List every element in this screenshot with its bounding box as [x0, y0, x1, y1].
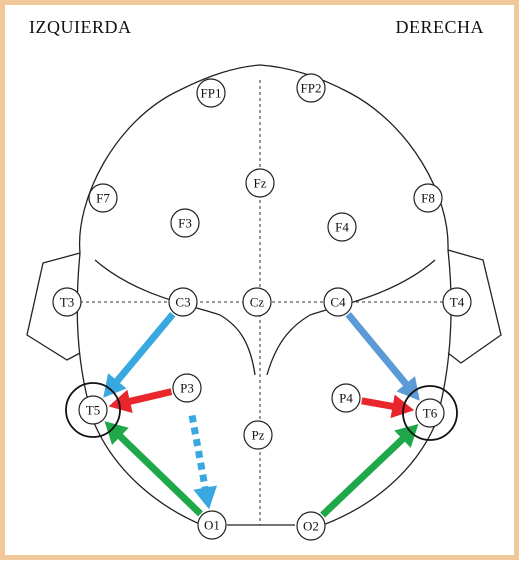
- electrode-circle: [331, 383, 361, 413]
- electrode-circle: [327, 212, 357, 242]
- arrow-p3-to-o1: [188, 414, 217, 510]
- electrode-circle: [296, 73, 326, 103]
- arrow-head: [193, 485, 217, 510]
- electrode-circle: [196, 78, 226, 108]
- electrode-fp2: FP2: [296, 73, 326, 103]
- electrode-label: T6: [423, 406, 438, 421]
- left-hemisphere-label: IZQUIERDA: [29, 17, 132, 37]
- electrode-circle: [52, 287, 82, 317]
- electrode-circle: [415, 398, 445, 428]
- electrode-label: F4: [335, 220, 349, 235]
- electrode-f4: F4: [327, 212, 357, 242]
- electrode-label: O2: [303, 519, 319, 534]
- electrode-circle: [245, 168, 275, 198]
- arrow-head: [108, 389, 133, 413]
- electrode-fp1: FP1: [196, 78, 226, 108]
- arrow-shaft: [320, 435, 407, 518]
- electrode-label: C3: [175, 295, 190, 310]
- electrode-label: F8: [421, 191, 435, 206]
- connection-arrows: [103, 312, 420, 518]
- electrode-cz: Cz: [242, 287, 272, 317]
- electrode-circle: [172, 373, 202, 403]
- electrode-label: T5: [86, 403, 100, 418]
- arrow-p4-to-t6: [361, 394, 415, 419]
- electrode-f7: F7: [88, 183, 118, 213]
- electrode-label: FP2: [301, 81, 322, 96]
- electrode-pz: Pz: [243, 420, 273, 450]
- arrow-head: [396, 376, 420, 401]
- electrode-c3: C3: [168, 287, 198, 317]
- electrode-label: T3: [60, 295, 74, 310]
- electrode-circle: [243, 420, 273, 450]
- arrow-shaft: [116, 432, 203, 517]
- electrode-o1: O1: [197, 510, 227, 540]
- electrode-p4: P4: [331, 383, 361, 413]
- arrow-p3-to-t5: [108, 388, 173, 413]
- electrode-circle: [168, 287, 198, 317]
- electrode-circle: [88, 183, 118, 213]
- arrow-shaft: [345, 312, 410, 388]
- electrode-fz: Fz: [245, 168, 275, 198]
- arrow-head: [394, 424, 419, 448]
- electrode-label: P3: [180, 381, 194, 396]
- electrode-circle: [242, 287, 272, 317]
- electrode-label: T4: [450, 295, 465, 310]
- electrode-t3: T3: [52, 287, 82, 317]
- arrow-head: [104, 421, 129, 445]
- electrode-t6: T6: [402, 385, 458, 441]
- arrow-shaft: [127, 388, 173, 406]
- electrode-label: Cz: [250, 295, 265, 310]
- electrode-c4: C4: [323, 287, 353, 317]
- electrode-label: F7: [96, 191, 110, 206]
- arrow-shaft: [188, 414, 209, 491]
- electrode-f3: F3: [170, 208, 200, 238]
- arrow-head: [390, 394, 415, 419]
- electrode-label: C4: [330, 295, 346, 310]
- electrode-circle: [442, 287, 472, 317]
- electrode-f8: F8: [413, 183, 443, 213]
- electrode-label: FP1: [201, 86, 222, 101]
- electrode-circle: [413, 183, 443, 213]
- electrode-label: Pz: [252, 428, 265, 443]
- electrode-p3: P3: [172, 373, 202, 403]
- electrode-label: F3: [178, 216, 192, 231]
- electrode-t4: T4: [442, 287, 472, 317]
- electrode-label: P4: [339, 391, 353, 406]
- electrode-label: Fz: [254, 176, 267, 191]
- arrow-c4-to-t6: [345, 312, 420, 401]
- electrode-label: O1: [204, 518, 220, 533]
- electrode-o2: O2: [296, 511, 326, 541]
- arrow-c3-to-t5: [103, 312, 176, 398]
- electrode-circle: [197, 510, 227, 540]
- right-hemisphere-label: DERECHA: [395, 17, 484, 37]
- arrow-shaft: [113, 312, 176, 385]
- highlight-ring-t5: [65, 382, 121, 438]
- electrode-t5: T5: [65, 382, 121, 438]
- electrode-circle: [323, 287, 353, 317]
- arrow-head: [103, 373, 127, 398]
- arrow-shaft: [361, 397, 396, 411]
- arrow-o1-to-t5: [104, 421, 203, 517]
- electrode-circle: [170, 208, 200, 238]
- electrode-circle: [78, 395, 108, 425]
- highlight-ring-t6: [402, 385, 458, 441]
- electrode-circle: [296, 511, 326, 541]
- arrow-o2-to-t6: [320, 424, 419, 518]
